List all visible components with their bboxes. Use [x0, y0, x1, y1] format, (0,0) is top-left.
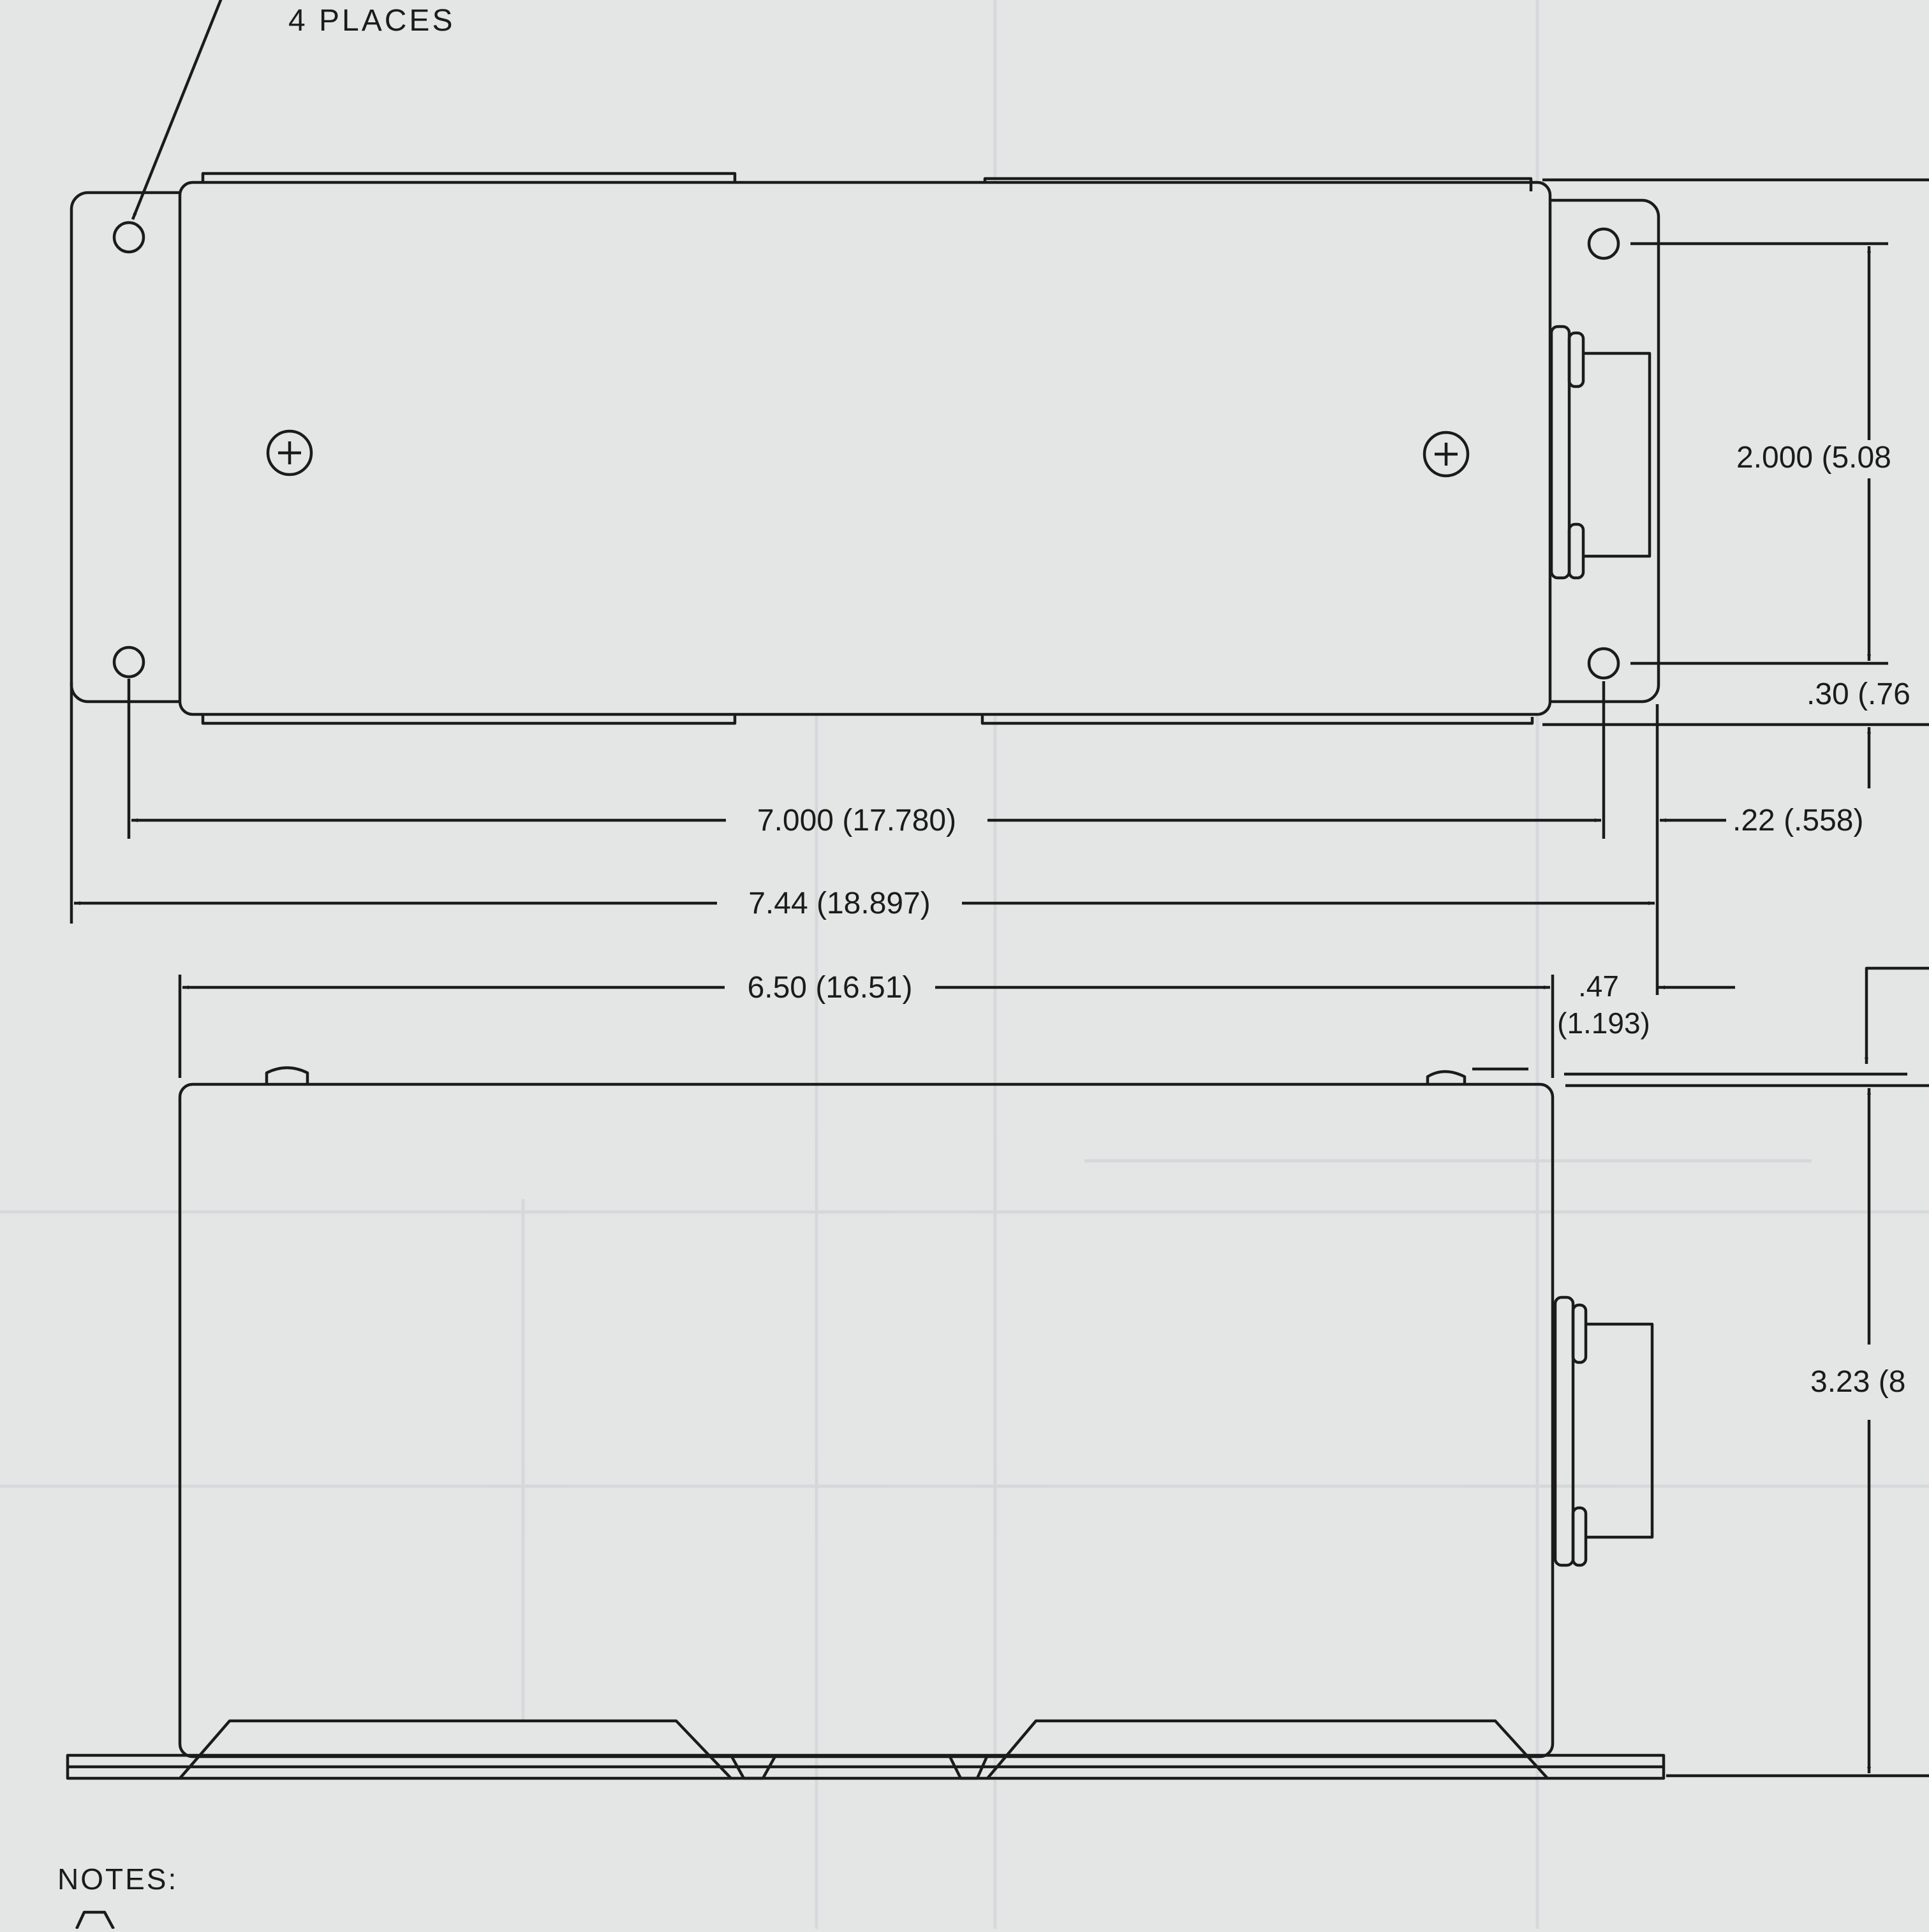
- dim-overhang-label-b: (1.193): [1557, 1007, 1650, 1040]
- side-view-dimensions: [178, 966, 1929, 1778]
- connector-top-icon: [1549, 325, 1652, 580]
- dim-top-leader: [1865, 966, 1929, 1064]
- callout-text: 4 PLACES: [288, 4, 455, 38]
- note-symbol-icon: [75, 1910, 115, 1930]
- dim-flange-label: .22 (.558): [1733, 804, 1863, 837]
- screw-right-icon: [1423, 431, 1470, 478]
- dim-hole-span-label: 7.000 (17.780): [757, 804, 956, 837]
- dim-body-label: 6.50 (16.51): [748, 971, 913, 1005]
- callout-leader: [131, 0, 223, 220]
- screw-left-icon: [266, 429, 313, 476]
- dim-overall-label: 7.44 (18.897): [748, 887, 931, 920]
- latch-right: [1426, 1070, 1467, 1084]
- labels: 4 PLACES 2.000 (5.08 .30 (.76 7.000 (17.…: [57, 4, 1911, 1896]
- top-lip: [201, 172, 1533, 191]
- dim-offset-label: .30 (.76: [1807, 677, 1911, 711]
- connector-side-icon: [1553, 1295, 1654, 1567]
- dim-height-label: 2.000 (5.08: [1736, 441, 1891, 475]
- dim-overhang-label-a: .47: [1578, 970, 1619, 1003]
- mounting-hole-icon: [112, 221, 145, 254]
- top-view-dimensions: [70, 178, 1929, 995]
- dim-side-height-label: 3.23 (8: [1810, 1365, 1905, 1399]
- notes-label: NOTES:: [57, 1862, 178, 1896]
- mounting-holes: [112, 221, 1620, 680]
- top-body: [178, 181, 1552, 716]
- base-rail: [66, 1719, 1666, 1780]
- mounting-hole-icon: [1587, 227, 1620, 260]
- mounting-hole-icon: [112, 645, 145, 679]
- latch-left: [265, 1066, 309, 1084]
- top-view: [70, 0, 1660, 725]
- bottom-lip: [201, 714, 1534, 725]
- side-view: [66, 1066, 1666, 1780]
- mounting-hole-icon: [1587, 647, 1620, 680]
